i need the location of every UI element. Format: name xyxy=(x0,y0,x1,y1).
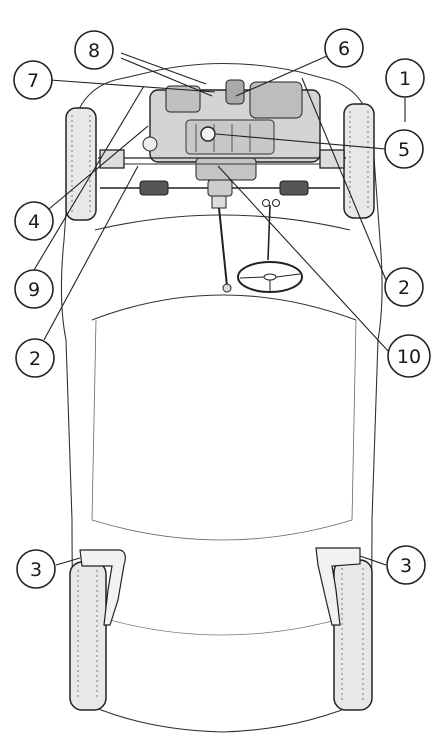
front-suspension xyxy=(98,149,346,169)
callout-2-left-label: 2 xyxy=(29,348,41,370)
callout-3-left-label: 3 xyxy=(30,559,42,581)
front-right-wheel xyxy=(343,103,375,219)
engine-assembly xyxy=(142,79,321,181)
callout-5: 5 xyxy=(384,129,424,169)
steering-wheel xyxy=(237,261,303,293)
callout-9: 9 xyxy=(14,269,54,309)
leader-lines xyxy=(33,52,406,566)
callout-4: 4 xyxy=(14,201,54,241)
callout-2-right: 2 xyxy=(384,267,424,307)
callout-10-label: 10 xyxy=(397,346,421,368)
callout-9-label: 9 xyxy=(28,279,40,301)
callout-3-right: 3 xyxy=(386,545,426,585)
callout-6: 6 xyxy=(324,28,364,68)
car-body-outline xyxy=(60,63,383,733)
callout-1: 1 xyxy=(385,58,425,98)
callout-10: 10 xyxy=(387,334,431,378)
callout-3-right-label: 3 xyxy=(400,555,412,577)
callout-4-label: 4 xyxy=(28,211,40,233)
rear-left-bracket xyxy=(79,549,126,626)
callout-8: 8 xyxy=(74,30,114,70)
callout-1-label: 1 xyxy=(399,68,411,90)
callout-7-label: 7 xyxy=(27,70,39,92)
steering-rack xyxy=(100,179,340,207)
callout-3-left: 3 xyxy=(16,549,56,589)
callout-6-label: 6 xyxy=(338,38,350,60)
callout-7: 7 xyxy=(13,60,53,100)
front-left-wheel xyxy=(65,107,97,221)
rear-left-wheel xyxy=(69,561,107,711)
rear-right-wheel xyxy=(333,559,373,711)
callout-2-left: 2 xyxy=(15,338,55,378)
steering-column xyxy=(211,195,271,293)
callout-8-label: 8 xyxy=(88,40,100,62)
callout-2-right-label: 2 xyxy=(398,277,410,299)
callout-5-label: 5 xyxy=(398,139,410,161)
